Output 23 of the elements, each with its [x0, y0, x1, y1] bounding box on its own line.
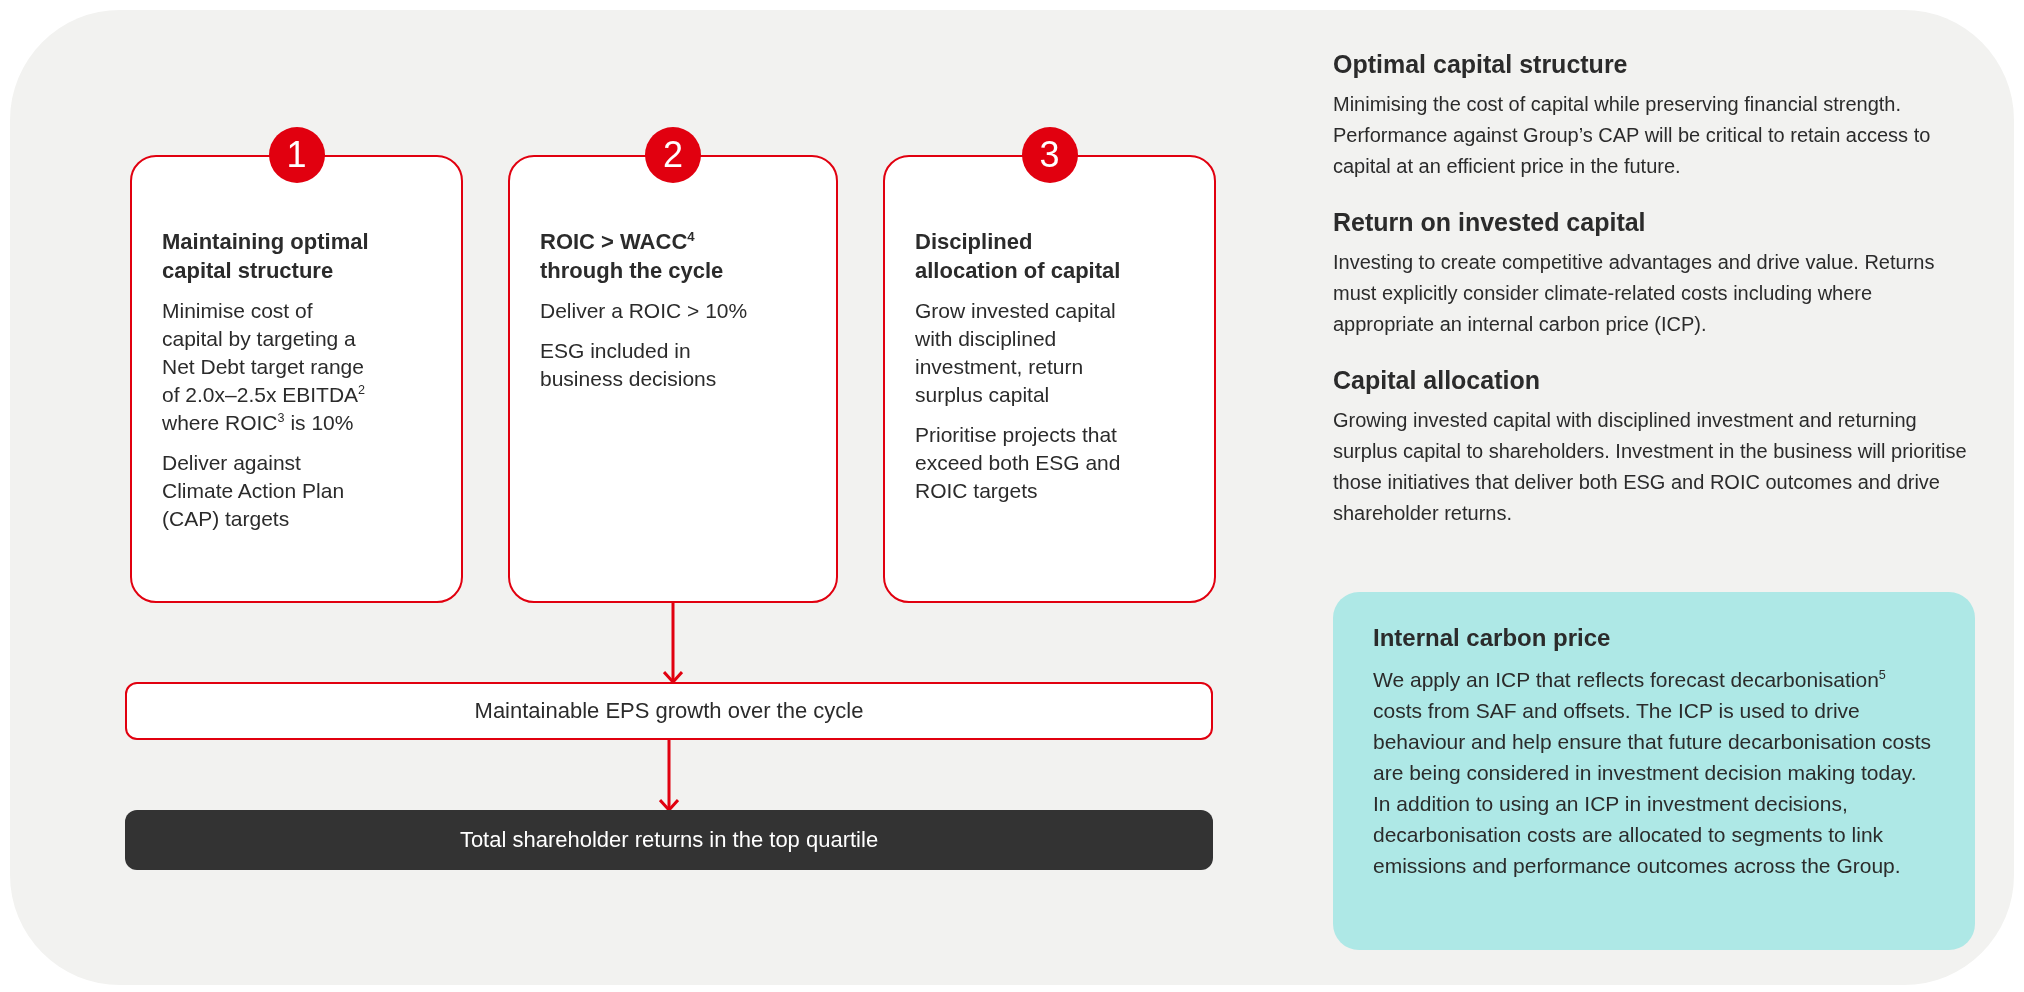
arrow — [662, 603, 684, 684]
card-heading: ROIC > WACC$^{4}$ through the cycle — [540, 227, 725, 285]
section-text: Investing to create competitive advantages and drive value. Returns must explicitly consider climate-related costs including where appropriate an internal carbon price (ICP). — [1333, 250, 1936, 337]
section-text: Growing invested capital with disciplined investment and returning surplus capital to shareholders. Investment in the business will prioritise those initiatives that deliver both ESG and ROIC outcomes and drive shareholder returns. — [1333, 408, 1968, 526]
section-heading: Optimal capital structure — [1333, 50, 1629, 79]
section-heading: Return on invested capital — [1333, 208, 1647, 237]
card-text: Prioritise projects that exceed both ESG and ROIC targets — [915, 422, 1122, 504]
panel-text: We apply an ICP that reflects forecast decarbonisation$^{5}$ costs from SAF and offsets. The ICP is used to drive behaviour and help ensure that future decarbonisation costs are being considered in investment decision making today. In addition to using an ICP in investment decisions, decarbonisation costs are allocated to segments to link emissions and performance outcomes across the Group. — [1373, 667, 1933, 879]
info-panel — [1333, 592, 1975, 950]
card-text: Grow invested capital with disciplined investment, return surplus capital — [915, 298, 1117, 408]
panel-heading: Internal carbon price — [1373, 624, 1612, 652]
card-text: ESG included in business decisions — [540, 338, 718, 392]
card-heading: Maintaining optimal capital structure — [162, 228, 370, 285]
card-text: Deliver a ROIC > 10% — [540, 298, 749, 324]
arrow — [658, 740, 680, 812]
card-text: Deliver against Climate Action Plan (CAP) targets — [162, 450, 346, 532]
result-bar: Total shareholder returns in the top quartile — [125, 810, 1213, 870]
outcome-box: Maintainable EPS growth over the cycle — [125, 682, 1213, 740]
card-text: Minimise cost of capital by targeting a Net Debt target range of 2.0x–2.5x EBITDA$^{2}$ where ROIC$^{3}$ is 10% — [162, 298, 367, 436]
number-badge: 2 — [645, 127, 701, 183]
section-text: Minimising the cost of capital while preserving financial strength. Performance against Group’s CAP will be critical to retain access to capital at an efficient price in the future. — [1333, 92, 1932, 179]
section-heading: Capital allocation — [1333, 366, 1541, 395]
card-heading: Disciplined allocation of capital — [915, 228, 1122, 285]
